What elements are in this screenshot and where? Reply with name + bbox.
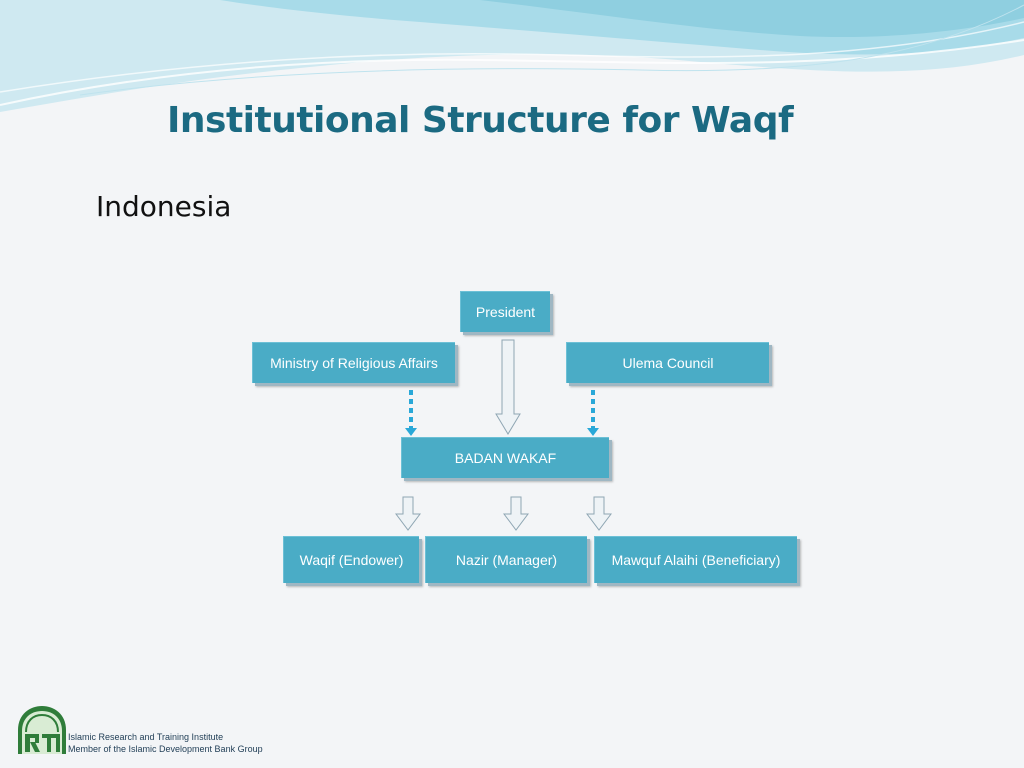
slide-subtitle: Indonesia xyxy=(96,190,232,223)
node-ulema-council: Ulema Council xyxy=(566,342,769,383)
dashed-arrowhead-ulema xyxy=(587,428,599,436)
slide-title: Institutional Structure for Waqf xyxy=(167,100,794,141)
header-wave-decoration xyxy=(0,0,1024,112)
footer: Islamic Research and Training Institute … xyxy=(68,731,263,755)
node-mawquf-alaihi: Mawquf Alaihi (Beneficiary) xyxy=(594,536,797,583)
node-waqif: Waqif (Endower) xyxy=(283,536,419,583)
chevron-arrow-nazir xyxy=(503,496,529,531)
node-badan-wakaf: BADAN WAKAF xyxy=(401,437,609,478)
chevron-arrow-waqif xyxy=(395,496,421,531)
chevron-arrow-mawquf xyxy=(586,496,612,531)
footer-institute-name: Islamic Research and Training Institute xyxy=(68,732,224,742)
president-arrow xyxy=(495,339,521,435)
node-president: President xyxy=(460,291,550,332)
dashed-arrowhead-ministry xyxy=(405,428,417,436)
node-nazir: Nazir (Manager) xyxy=(425,536,587,583)
node-ministry-religious-affairs: Ministry of Religious Affairs xyxy=(252,342,455,383)
footer-membership: Member of the Islamic Development Bank G… xyxy=(68,744,263,754)
irti-logo xyxy=(18,706,66,754)
